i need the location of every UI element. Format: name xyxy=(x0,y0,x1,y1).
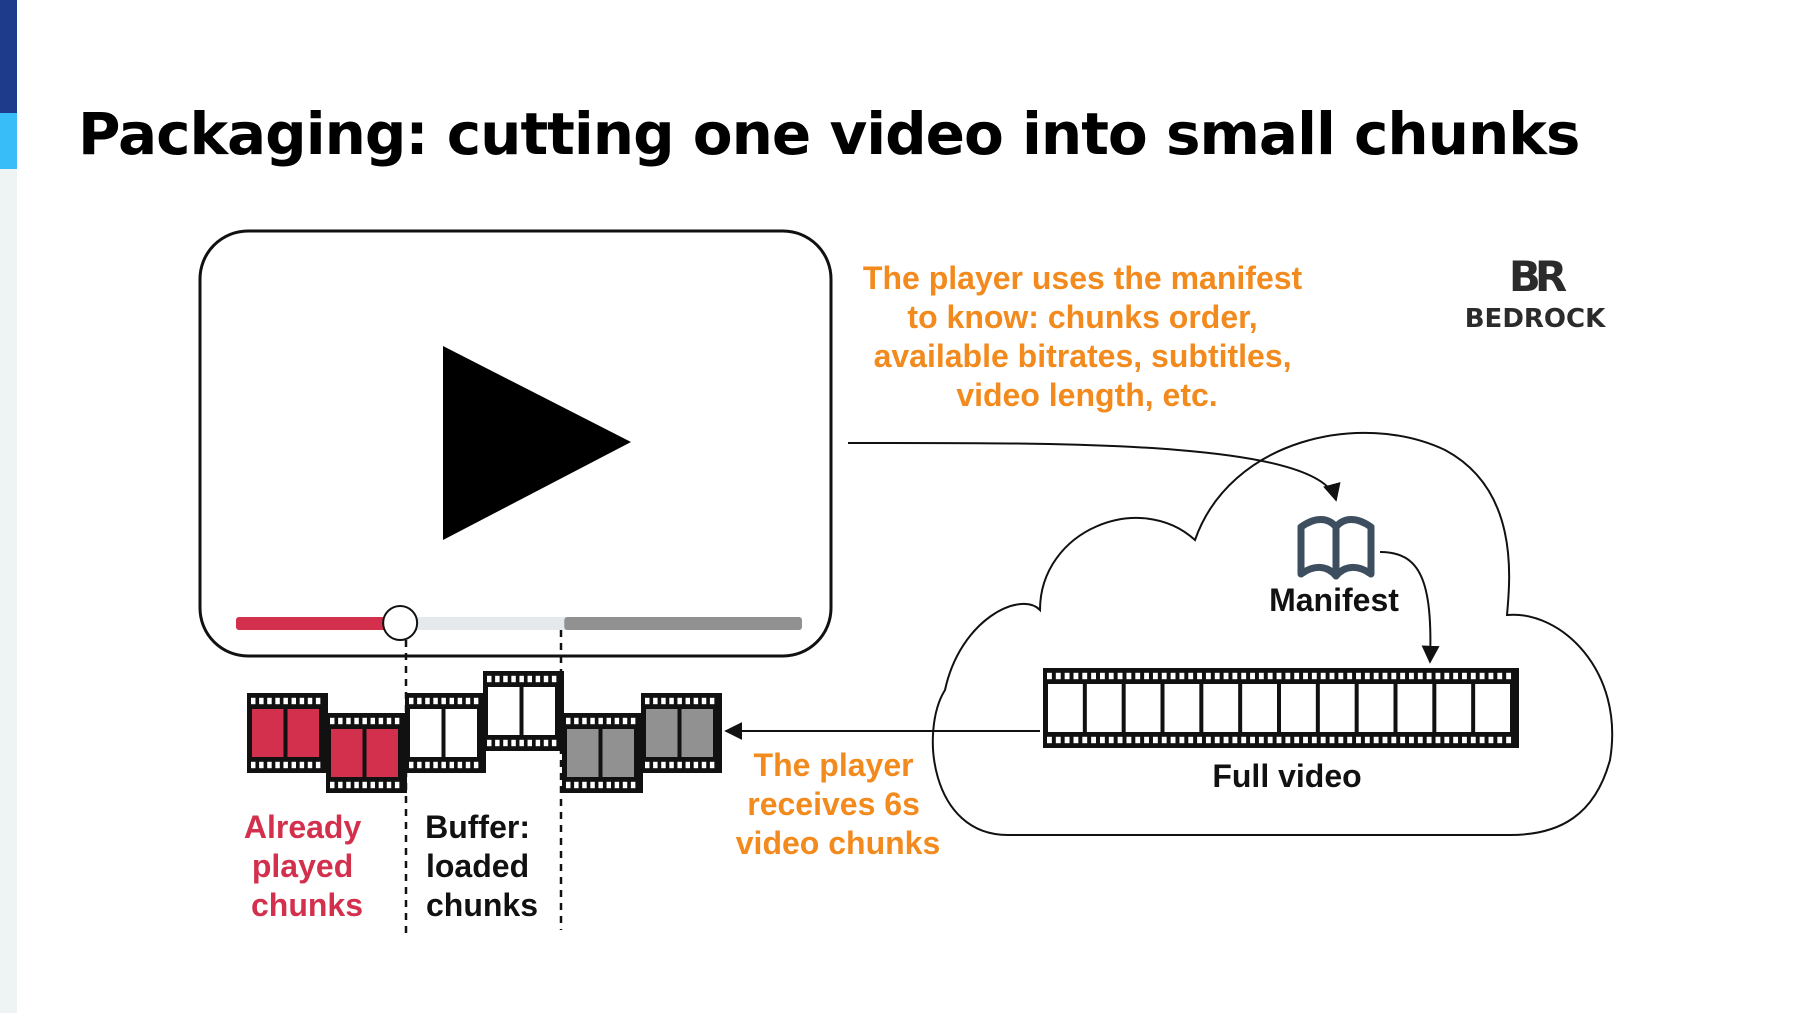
manifest-note-line: video length, etc. xyxy=(956,377,1217,413)
film-chunk xyxy=(247,693,328,773)
progress-played xyxy=(236,617,401,630)
receive-note: The player receives 6s video chunks xyxy=(736,747,941,861)
film-frames xyxy=(1043,668,1519,748)
accent-strip-light xyxy=(0,113,17,169)
film-chunks xyxy=(247,671,722,793)
manifest-note: The player uses the manifest to know: ch… xyxy=(863,260,1311,413)
buffer-chunks-label: Buffer: loaded chunks xyxy=(425,809,539,923)
played-label-line: played xyxy=(252,848,353,884)
video-player xyxy=(198,229,833,658)
manifest-note-line: available bitrates, subtitles, xyxy=(874,338,1292,374)
slide-title: Packaging: cutting one video into small … xyxy=(78,100,1580,168)
accent-strip-dark xyxy=(0,0,17,113)
request-manifest-arrow xyxy=(847,441,1341,502)
manifest-label: Manifest xyxy=(1269,582,1399,618)
side-strip xyxy=(0,169,17,1013)
buffer-label-line: Buffer: xyxy=(425,809,530,845)
book-icon xyxy=(1297,516,1375,580)
buffer-label-line: loaded xyxy=(426,848,529,884)
film-chunk xyxy=(483,671,564,751)
film-chunk xyxy=(405,693,486,773)
logo-wordmark: BEDROCK xyxy=(1465,304,1606,334)
manifest-note-line: The player uses the manifest xyxy=(863,260,1303,296)
film-chunk xyxy=(641,693,722,773)
progress-bar[interactable] xyxy=(236,605,802,641)
buffer-label-line: chunks xyxy=(426,887,538,923)
manifest-note-line: to know: chunks order, xyxy=(907,299,1257,335)
receive-note-line: video chunks xyxy=(736,825,941,861)
receive-note-line: receives 6s xyxy=(747,786,920,822)
played-chunks-label: Already played chunks xyxy=(244,809,370,923)
progress-loaded xyxy=(564,617,802,630)
film-chunk xyxy=(326,713,407,793)
play-icon[interactable] xyxy=(443,346,631,540)
playhead-handle[interactable] xyxy=(382,605,419,641)
film-chunk xyxy=(562,713,643,793)
receive-note-line: The player xyxy=(754,747,914,783)
logo-monogram: BR xyxy=(1509,252,1567,301)
full-video-label: Full video xyxy=(1212,758,1361,794)
played-label-line: chunks xyxy=(251,887,363,923)
full-video-filmstrip xyxy=(1043,668,1519,748)
manifest-to-video-arrow xyxy=(1379,551,1440,664)
bedrock-logo: BR BEDROCK xyxy=(1465,252,1606,334)
played-label-line: Already xyxy=(244,809,362,845)
